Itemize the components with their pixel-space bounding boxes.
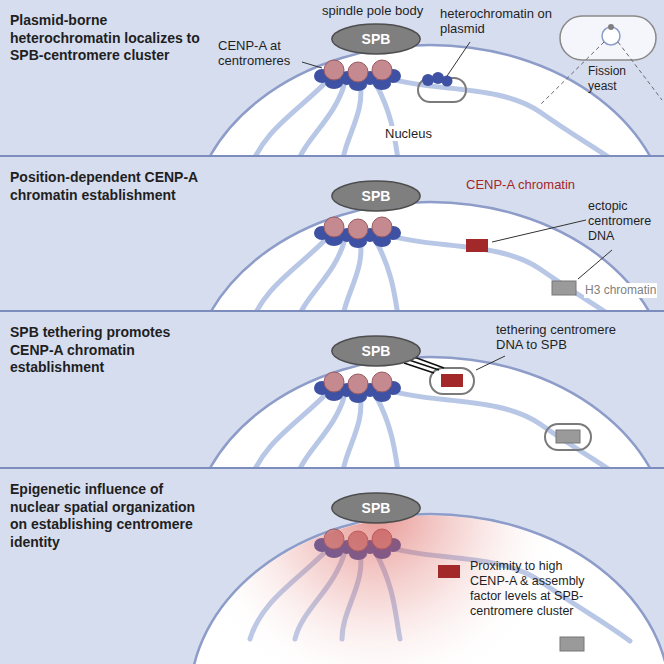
annotation-label: ectopic centromere DNA	[588, 199, 660, 244]
spb-label: SPB	[330, 179, 422, 213]
annotation-label: Proximity to high CENP-A & assembly fact…	[470, 559, 590, 619]
annotation-label: heterochromatin on plasmid	[440, 6, 552, 36]
annotation-label: spindle pole body	[322, 3, 447, 18]
annotation-label: H3 chromatin	[584, 283, 657, 298]
spb-label: SPB	[330, 491, 422, 525]
annotation-label: Nucleus	[384, 126, 433, 141]
panel-title: Position-dependent CENP-A chromatin esta…	[10, 169, 205, 204]
panel-band: Plasmid-borne heterochromatin localizes …	[0, 0, 664, 157]
annotation-label: tethering centromere DNA to SPB	[496, 322, 636, 352]
spindle-pole-body: SPB	[330, 491, 422, 525]
spindle-pole-body: SPB	[330, 179, 422, 213]
spindle-pole-body: SPB	[330, 22, 422, 56]
panel-title: Epigenetic influence of nuclear spatial …	[10, 481, 215, 551]
panel-title: SPB tethering promotes CENP-A chromatin …	[10, 324, 205, 377]
annotation-label: Fission yeast	[588, 64, 640, 94]
panel-title: Plasmid-borne heterochromatin localizes …	[10, 12, 205, 65]
spb-label: SPB	[330, 334, 422, 368]
annotation-label: CENP-A chromatin	[466, 177, 596, 192]
spb-label: SPB	[330, 22, 422, 56]
spindle-pole-body: SPB	[330, 334, 422, 368]
annotation-label: CENP-A at centromeres	[218, 38, 306, 68]
panel-band: Epigenetic influence of nuclear spatial …	[0, 469, 664, 664]
